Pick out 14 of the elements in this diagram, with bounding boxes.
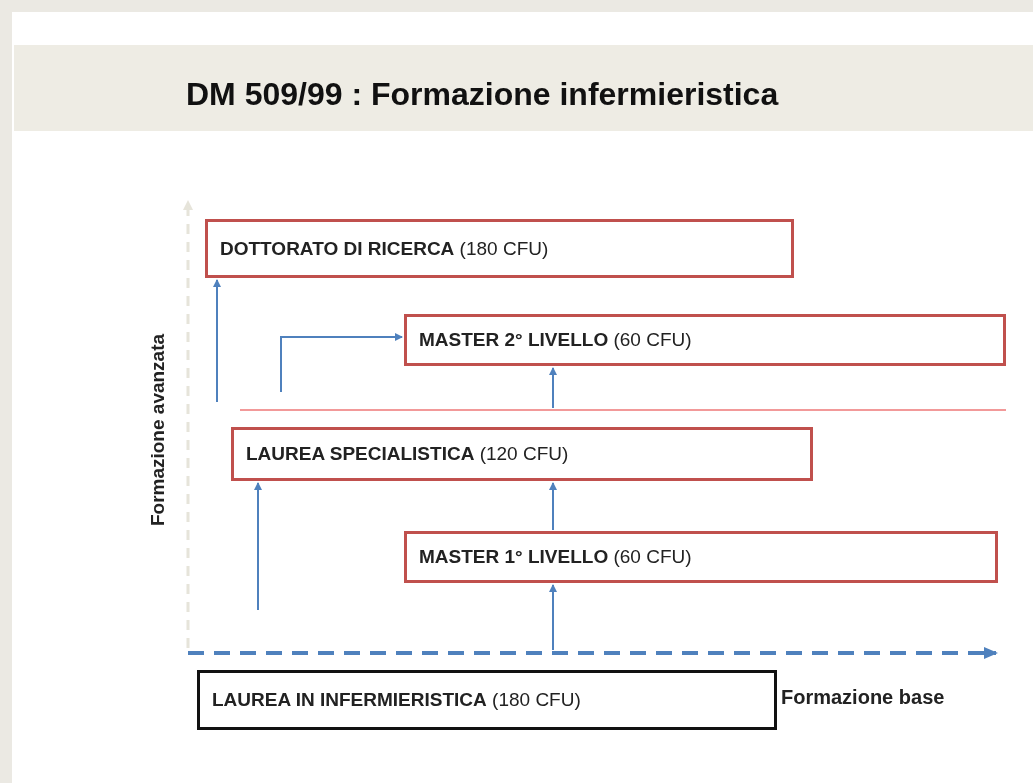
arrow bbox=[213, 279, 221, 403]
arrow bbox=[254, 482, 262, 611]
title: DM 509/99 : Formazione infermieristica bbox=[186, 76, 779, 113]
degree-box: LAUREA IN INFERMIERISTICA (180 CFU) bbox=[197, 670, 777, 730]
master-box: MASTER 2° LIVELLO (60 CFU) bbox=[404, 314, 1006, 366]
degree-box: DOTTORATO DI RICERCA (180 CFU) bbox=[205, 219, 794, 278]
arrow bbox=[549, 367, 557, 409]
degree-box: LAUREA SPECIALISTICA (120 CFU) bbox=[231, 427, 813, 481]
arrow bbox=[549, 482, 557, 531]
master-box: MASTER 1° LIVELLO (60 CFU) bbox=[404, 531, 998, 583]
axis-label: Formazione base bbox=[781, 686, 945, 709]
axis-label: Formazione avanzata bbox=[147, 333, 169, 527]
arrow bbox=[280, 333, 403, 393]
arrow bbox=[549, 584, 557, 651]
